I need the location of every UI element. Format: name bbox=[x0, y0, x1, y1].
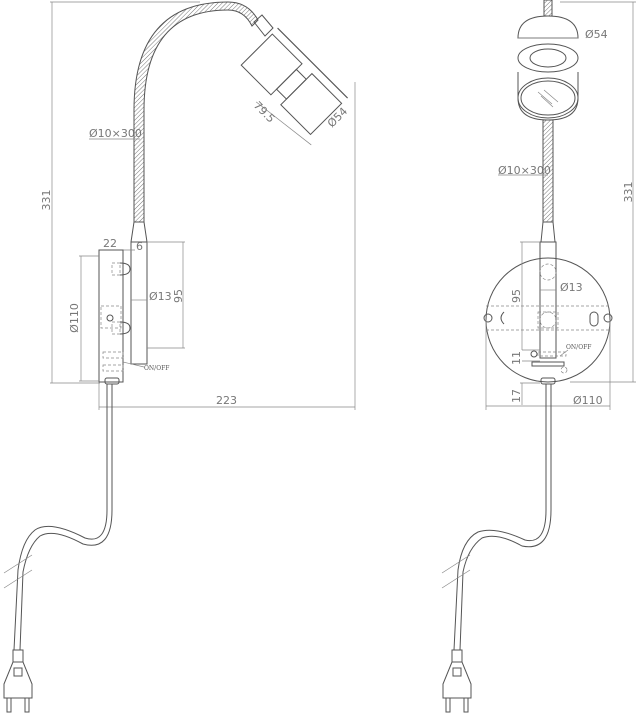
front-head-diameter-dim: Ø54 bbox=[585, 28, 608, 41]
front-stem-height-dim: 95 bbox=[510, 289, 523, 303]
front-arm-dim: Ø10×300 bbox=[498, 164, 551, 177]
front-switch-label: ON/OFF bbox=[566, 344, 591, 351]
front-stem-diameter-dim: Ø13 bbox=[560, 281, 583, 294]
side-switch-label: ON/OFF bbox=[144, 365, 169, 372]
switch-offset-dim: 11 bbox=[510, 351, 523, 365]
side-width-dim: 223 bbox=[216, 394, 237, 407]
power-plug-icon bbox=[3, 649, 33, 713]
side-view: 331 Ø10×300 79.5 Ø54 95 Ø13 22 bbox=[3, 1, 356, 713]
wall-base-plate bbox=[485, 257, 611, 383]
power-cable bbox=[13, 384, 108, 651]
lamp-head bbox=[240, 27, 348, 136]
stem-height-dim: 95 bbox=[172, 289, 185, 303]
front-base-diameter-dim: Ø110 bbox=[573, 394, 603, 407]
front-view: 331 Ø54 Ø10×300 95 bbox=[441, 0, 636, 713]
head-length-dim: 79.5 bbox=[251, 99, 278, 126]
bottom-offset-dim: 17 bbox=[510, 389, 523, 403]
stem-width-dim: 6 bbox=[136, 240, 143, 253]
flexible-arm bbox=[133, 1, 259, 223]
power-plug-icon bbox=[442, 649, 472, 713]
stem-diameter-dim: Ø13 bbox=[149, 290, 172, 303]
base-diameter-dim: Ø110 bbox=[68, 303, 81, 333]
front-height-dim: 331 bbox=[622, 182, 635, 203]
side-height-dim: 331 bbox=[40, 190, 53, 211]
base-depth-dim: 22 bbox=[103, 237, 117, 250]
head-diameter-dim: Ø54 bbox=[325, 105, 350, 130]
side-arm-dim: Ø10×300 bbox=[89, 127, 142, 140]
